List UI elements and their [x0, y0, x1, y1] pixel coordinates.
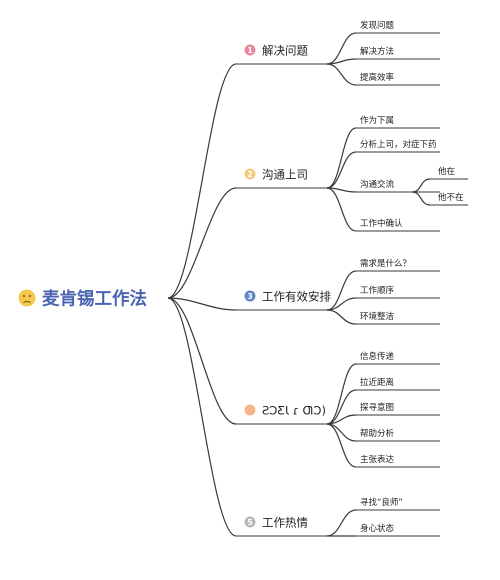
subtopic-label: 探寻意图	[360, 402, 394, 413]
subtopic[interactable]: 需求是什么？	[360, 258, 411, 269]
badge-number: 5	[247, 518, 253, 527]
subtopic[interactable]: 探寻意图	[360, 402, 394, 413]
subtopic[interactable]: 解决方法	[360, 46, 394, 57]
connector-line	[326, 509, 357, 537]
subtopic[interactable]: 环境整洁	[360, 311, 395, 322]
connector-line	[326, 187, 357, 193]
number-badge-icon: 3	[244, 290, 256, 302]
subtopic-label: 作为下属	[360, 115, 394, 126]
connector-lines	[167, 32, 468, 537]
subtopic-label: 信息传递	[360, 351, 395, 362]
branch-label: ƧƆƸƖ ɾ ƢƆ)	[262, 404, 326, 418]
connector-line	[326, 127, 357, 189]
connector-line	[326, 63, 357, 86]
connector-line	[326, 270, 357, 311]
connector-line	[326, 389, 357, 425]
branch-label: 沟通上司	[262, 168, 308, 182]
root-topic[interactable]: 麦肯锡工作法	[18, 289, 148, 310]
subtopic-label: 拉近距离	[360, 377, 394, 388]
leaf-label[interactable]: 他在	[438, 166, 455, 177]
subtopic-label: 主张表达	[360, 454, 395, 465]
subtopic[interactable]: 分析上司，对症下药	[360, 139, 437, 150]
connector-line	[167, 297, 237, 311]
leaf-label[interactable]: 他不在	[438, 192, 464, 203]
number-badge-icon: 2	[244, 168, 256, 180]
branch-label: 工作有效安排	[262, 290, 331, 304]
branch-label: 工作热情	[262, 516, 308, 530]
connector-line	[167, 297, 237, 537]
subtopic-label: 身心状态	[360, 523, 395, 534]
branch-topic-3[interactable]: 3 工作有效安排	[244, 290, 332, 304]
branch-topic-5[interactable]: 5 工作热情	[244, 516, 309, 530]
subtopic[interactable]: 发现问题	[360, 20, 395, 31]
subtopic-label: 沟通交流	[360, 179, 395, 190]
branch-topic-1[interactable]: 1 解决问题	[244, 44, 309, 58]
subtopic-label: 工作顺序	[360, 285, 395, 296]
subtopic-label: 提高效率	[360, 72, 395, 83]
connector-line	[167, 297, 237, 425]
connector-line	[326, 151, 357, 189]
connector-line	[326, 423, 357, 468]
connector-line	[411, 178, 431, 193]
root-label: 麦肯锡工作法	[42, 289, 147, 310]
connector-line	[411, 191, 431, 206]
connector-line	[326, 309, 357, 325]
connector-line	[326, 187, 357, 232]
subtopic-label: 发现问题	[360, 20, 395, 31]
subtopic[interactable]: 作为下属	[360, 115, 394, 126]
connector-line	[167, 187, 237, 299]
subtopic[interactable]: 沟通交流	[360, 179, 395, 190]
connector-line	[326, 58, 357, 65]
subtopic[interactable]: 提高效率	[360, 72, 395, 83]
connector-line	[326, 32, 357, 65]
branch-topic-2[interactable]: 2 沟通上司	[244, 168, 309, 182]
subtopic[interactable]: 工作中确认	[360, 218, 403, 229]
subtopic[interactable]: 拉近距离	[360, 377, 394, 388]
connector-line	[167, 63, 237, 299]
subtopic[interactable]: 主张表达	[360, 454, 395, 465]
subtopic[interactable]: 身心状态	[360, 523, 395, 534]
subtopic-label: 环境整洁	[360, 311, 395, 322]
connector-line	[326, 363, 357, 425]
subtopic-label: 需求是什么？	[360, 258, 411, 269]
subtopic[interactable]: 工作顺序	[360, 285, 395, 296]
branch-label: 解决问题	[262, 44, 308, 58]
number-badge-icon	[244, 404, 256, 416]
subtopic-label: 分析上司，对症下药	[360, 139, 437, 150]
connector-line	[326, 423, 357, 442]
number-badge-icon: 1	[244, 44, 256, 56]
branch-topic-4[interactable]: ƧƆƸƖ ɾ ƢƆ)	[244, 404, 327, 418]
number-badge-icon: 5	[244, 516, 256, 528]
subtopic[interactable]: 寻找“良师”	[360, 497, 403, 508]
badge-number: 3	[247, 292, 253, 301]
subtopic-label: 帮助分析	[360, 428, 395, 439]
subtopic[interactable]: 帮助分析	[360, 428, 395, 439]
subtopic-label: 工作中确认	[360, 218, 403, 229]
subtopic[interactable]: 信息传递	[360, 351, 395, 362]
badge-number: 1	[247, 46, 253, 55]
subtopic-label: 寻找“良师”	[360, 497, 403, 508]
subtopic-label: 解决方法	[360, 46, 394, 57]
badge-number: 2	[247, 170, 253, 179]
confused-face-icon	[18, 289, 36, 307]
